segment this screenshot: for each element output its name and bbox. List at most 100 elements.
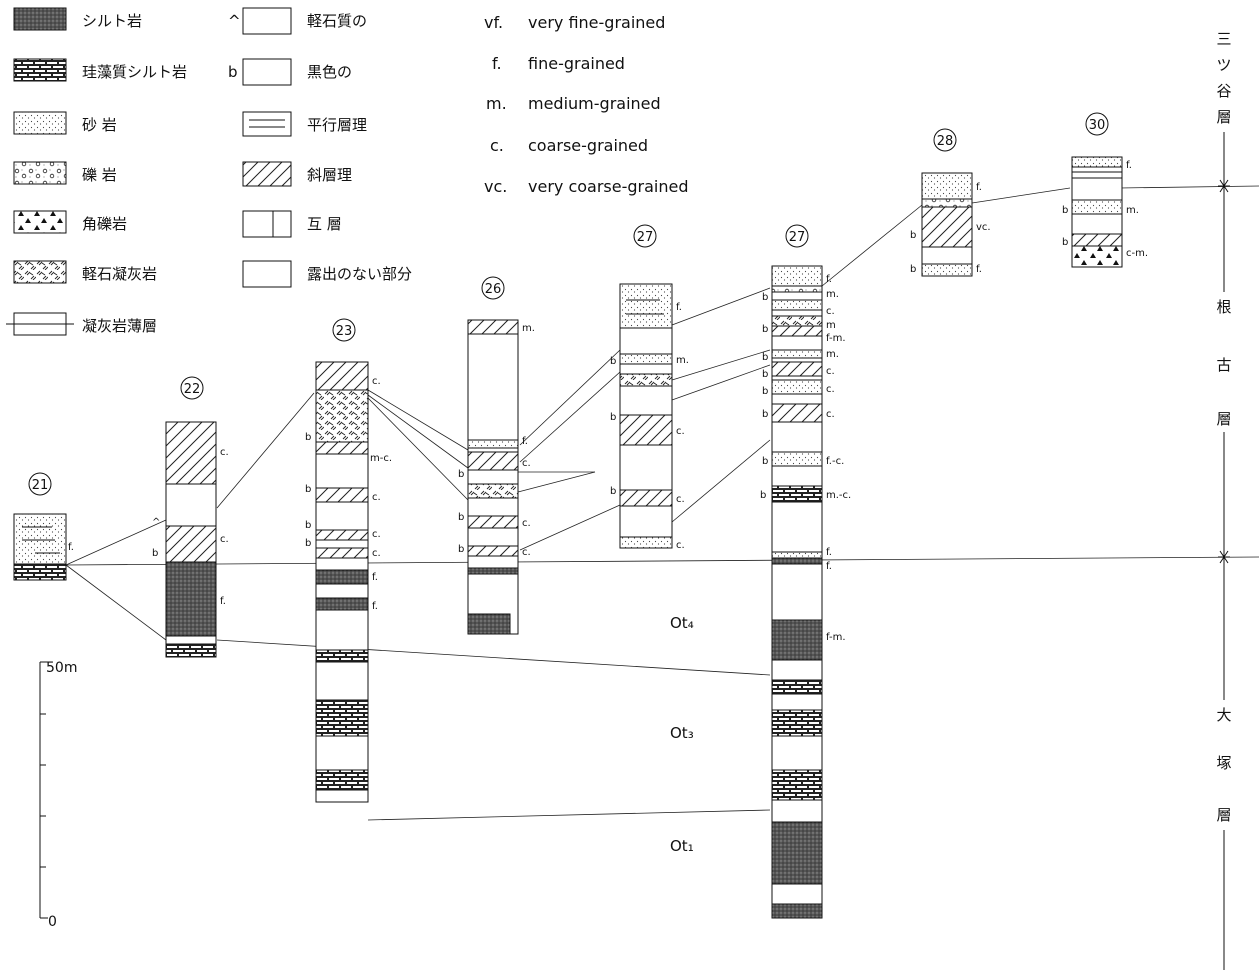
legend-label: 軽石質の bbox=[307, 12, 367, 30]
column-number-label: 27 bbox=[789, 230, 806, 245]
grain-label: f. bbox=[1126, 160, 1132, 171]
black-marker: b bbox=[458, 469, 464, 480]
grain-label: c. bbox=[522, 518, 531, 529]
grain-label: c. bbox=[676, 540, 685, 551]
grain-label: f. bbox=[522, 436, 528, 447]
legend-swatch-blank bbox=[243, 59, 291, 85]
grain-label: c. bbox=[522, 458, 531, 469]
grain-text: fine-grained bbox=[528, 54, 625, 73]
legend-swatch-breccia bbox=[14, 211, 66, 233]
grain-abbr: vf. bbox=[484, 13, 503, 32]
black-marker: b bbox=[610, 486, 616, 497]
black-marker: b bbox=[762, 352, 768, 363]
legend-marker-pumiceous: ^ bbox=[228, 12, 241, 30]
legend-swatch-conglomerate bbox=[14, 162, 66, 184]
grain-abbr: vc. bbox=[484, 177, 507, 196]
grain-label: c. bbox=[220, 534, 229, 545]
legend-label: 角礫岩 bbox=[82, 215, 127, 233]
grain-label: c. bbox=[372, 492, 381, 503]
black-marker: b bbox=[1062, 237, 1068, 248]
column-number-label: 23 bbox=[336, 324, 353, 339]
legend-label: 礫 岩 bbox=[82, 166, 117, 184]
grain-label: c. bbox=[826, 306, 835, 317]
black-marker: b bbox=[762, 369, 768, 380]
grain-label: m. bbox=[522, 323, 535, 334]
black-marker: b bbox=[152, 548, 158, 559]
grain-label: m. bbox=[676, 355, 689, 366]
black-marker: b bbox=[458, 512, 464, 523]
legend-marker-black: b bbox=[228, 63, 238, 81]
scale-bar bbox=[40, 662, 48, 918]
black-marker: b bbox=[760, 490, 766, 501]
grain-label: f. bbox=[68, 542, 74, 553]
unit-label-ot4: Ot₄ bbox=[670, 614, 694, 632]
black-marker: b bbox=[762, 386, 768, 397]
black-marker: b bbox=[762, 409, 768, 420]
legend-label: 互 層 bbox=[307, 215, 342, 233]
black-marker: b bbox=[910, 264, 916, 275]
column-22: 22 c. c. f. ^ b bbox=[152, 377, 229, 657]
column-27b: 27 f. m. c. m f-m. m. c. c. c. f.-c. m.-… bbox=[760, 225, 851, 918]
legend-label: 黒色の bbox=[307, 63, 352, 81]
grain-label: c. bbox=[826, 384, 835, 395]
column-27a: 27 f. m. c. c. c. b b b bbox=[610, 225, 689, 551]
grain-label: c. bbox=[522, 547, 531, 558]
legend-swatch-siltstone bbox=[14, 8, 66, 30]
black-marker: b bbox=[305, 520, 311, 531]
black-marker: b bbox=[305, 538, 311, 549]
grain-label: f. bbox=[976, 264, 982, 275]
grain-label: f. bbox=[372, 572, 378, 583]
column-23: 23 c. m-c. c. c. c. f. f. b b b b bbox=[305, 319, 392, 802]
column-number-label: 22 bbox=[184, 382, 201, 397]
unit-labels: Ot₄ Ot₃ Ot₁ bbox=[670, 614, 694, 855]
column-21: 21 f. bbox=[14, 473, 74, 580]
black-marker: b bbox=[762, 456, 768, 467]
grain-label: m. bbox=[1126, 205, 1139, 216]
legend-swatch-parallel bbox=[243, 112, 291, 136]
grain-label: c. bbox=[676, 494, 685, 505]
grain-label: vc. bbox=[976, 222, 991, 233]
grain-label: f-m. bbox=[826, 333, 846, 344]
grain-label: f. bbox=[826, 547, 832, 558]
formation-axis bbox=[1218, 132, 1230, 970]
formation-char: 大 bbox=[1216, 706, 1231, 724]
black-marker: b bbox=[762, 292, 768, 303]
legend-label: 平行層理 bbox=[307, 116, 367, 134]
grain-label: f. bbox=[976, 182, 982, 193]
legend-label: 凝灰岩薄層 bbox=[82, 317, 157, 335]
grain-abbr: f. bbox=[492, 54, 502, 73]
column-number-label: 26 bbox=[485, 282, 502, 297]
legend-swatch-sandstone bbox=[14, 112, 66, 134]
legend-label: 珪藻質シルト岩 bbox=[82, 63, 187, 81]
grain-abbr: c. bbox=[490, 136, 504, 155]
legend-label: 軽石凝灰岩 bbox=[82, 265, 157, 283]
legend-label: 露出のない部分 bbox=[307, 265, 412, 283]
grain-label: c. bbox=[372, 529, 381, 540]
grain-label: f.-c. bbox=[826, 456, 844, 467]
grain-text: very coarse-grained bbox=[528, 177, 689, 196]
grain-label: m. bbox=[826, 289, 839, 300]
column-number-label: 28 bbox=[937, 134, 954, 149]
grain-label: f. bbox=[372, 601, 378, 612]
column-30: 30 f. m. c-m. b b bbox=[1062, 113, 1148, 267]
pumice-marker: ^ bbox=[152, 517, 160, 528]
legend-swatch-unexposed bbox=[243, 261, 291, 287]
legend-swatch-blank bbox=[243, 8, 291, 34]
column-number-label: 27 bbox=[637, 230, 654, 245]
black-marker: b bbox=[610, 356, 616, 367]
legend-swatch-cross bbox=[243, 162, 291, 186]
column-28: 28 f. vc. f. b b bbox=[910, 129, 991, 276]
grain-label: f. bbox=[826, 274, 832, 285]
scale-top-label: 50m bbox=[46, 660, 77, 676]
grain-label: m bbox=[826, 320, 836, 331]
formation-char: 層 bbox=[1216, 806, 1231, 824]
legend-label: シルト岩 bbox=[82, 12, 142, 30]
grain-label: f. bbox=[826, 561, 832, 572]
black-marker: b bbox=[762, 324, 768, 335]
grain-label: c. bbox=[372, 548, 381, 559]
grain-label: c-m. bbox=[1126, 248, 1148, 259]
legend-left: シルト岩 珪藻質シルト岩 砂 岩 礫 岩 角礫岩 軽石凝灰岩 凝灰岩薄層 bbox=[6, 8, 187, 335]
grain-abbr: m. bbox=[486, 94, 507, 113]
legend-swatch-pumice-tuff bbox=[14, 261, 66, 283]
